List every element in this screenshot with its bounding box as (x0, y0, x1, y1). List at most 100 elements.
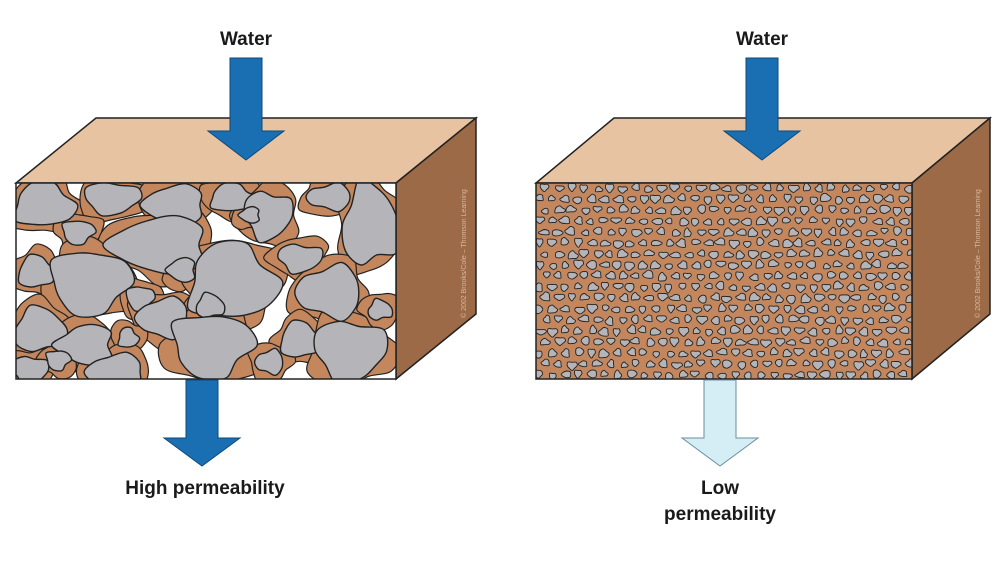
fine-grain (768, 305, 780, 314)
fine-grain (890, 360, 902, 369)
fine-grain (860, 260, 873, 270)
fine-grain (536, 193, 544, 202)
fine-grain (885, 217, 895, 226)
fine-grain (760, 339, 772, 348)
fine-grain (794, 371, 805, 379)
fine-grain (539, 183, 550, 193)
fine-grain (767, 283, 777, 293)
fine-grain (691, 261, 702, 270)
fine-grain (805, 239, 816, 247)
fine-grain (631, 229, 643, 238)
fine-grain (750, 359, 759, 368)
fine-grain (606, 206, 616, 214)
fine-grain (644, 185, 654, 193)
fine-grain (578, 249, 590, 259)
fine-grain (540, 337, 551, 346)
fine-grain (865, 272, 877, 281)
fine-grain (683, 206, 692, 216)
fine-grain (783, 193, 792, 203)
fine-grain (761, 314, 770, 324)
fine-grain (710, 359, 721, 368)
fine-grain (684, 338, 694, 347)
fine-grain (786, 358, 797, 367)
coarse-sediment-front-face (16, 183, 396, 379)
fine-grain (638, 305, 647, 314)
fine-grain (618, 203, 629, 213)
fine-grain (879, 204, 892, 214)
fine-grain (762, 360, 773, 368)
fine-grain (727, 262, 740, 270)
fine-grain (723, 337, 733, 348)
fine-grain (536, 369, 544, 379)
fine-grain (731, 371, 740, 379)
fine-grain (574, 306, 586, 315)
fine-grain (664, 263, 673, 270)
fine-grain (666, 238, 675, 247)
fine-grain (905, 316, 912, 323)
fine-grain (637, 325, 647, 334)
fine-grain (664, 217, 673, 225)
fine-grain (820, 347, 830, 356)
fine-grain (684, 294, 692, 302)
fine-grain (691, 307, 703, 314)
fine-grain (730, 325, 741, 334)
fine-grain (898, 304, 907, 314)
fine-grain (651, 239, 663, 247)
fine-grain (703, 239, 714, 247)
water-inflow-arrow-right (722, 57, 802, 161)
fine-grain (767, 216, 779, 227)
fine-grain (798, 315, 810, 324)
fine-grain (555, 185, 565, 192)
fine-grain (587, 282, 600, 292)
fine-grain (723, 314, 733, 322)
fine-grain (835, 218, 844, 228)
fine-grain (630, 251, 641, 259)
water-outflow-arrow-low (680, 379, 760, 467)
fine-grain (871, 305, 882, 312)
low-permeability-label-line-1: Low (701, 478, 739, 499)
fine-grain (891, 314, 902, 324)
fine-grain (850, 294, 862, 301)
fine-grain (667, 350, 676, 358)
fine-grain (845, 218, 856, 228)
fine-grain (865, 184, 875, 193)
fine-grain (788, 227, 800, 237)
fine-grain (833, 239, 842, 247)
fine-grain (567, 336, 578, 345)
fine-grain (547, 304, 559, 314)
fine-grain (543, 271, 551, 279)
fine-grain (747, 250, 760, 260)
fine-grain (786, 272, 798, 280)
fine-grain (794, 196, 804, 205)
fine-grain (847, 305, 857, 312)
fine-grain (872, 238, 885, 247)
fine-grain (548, 348, 558, 358)
fine-grain (731, 348, 741, 357)
fine-grain (598, 348, 610, 359)
fine-grain (593, 338, 604, 346)
fine-grain (784, 262, 792, 269)
fine-grain (775, 294, 784, 304)
fine-grain (684, 252, 694, 259)
fine-grain (823, 262, 831, 270)
fine-grain (646, 337, 656, 347)
pebble (16, 355, 50, 379)
fine-grain (900, 239, 909, 246)
fine-grain (716, 194, 726, 204)
fine-grain (606, 358, 615, 369)
fine-grain (819, 370, 831, 379)
fine-grain (695, 184, 708, 193)
fine-grain (839, 271, 849, 280)
fine-grain (783, 305, 792, 314)
fine-grain (773, 252, 784, 259)
fine-grain (794, 327, 806, 335)
pebble (117, 326, 141, 348)
fine-grain (773, 206, 786, 216)
fine-grain (592, 226, 603, 235)
fine-grain (574, 369, 583, 379)
fine-grain (645, 206, 653, 214)
fine-grain (839, 227, 849, 236)
fine-grain (809, 196, 819, 206)
water-outflow-arrow-high (162, 379, 242, 467)
fine-grain (537, 229, 550, 236)
